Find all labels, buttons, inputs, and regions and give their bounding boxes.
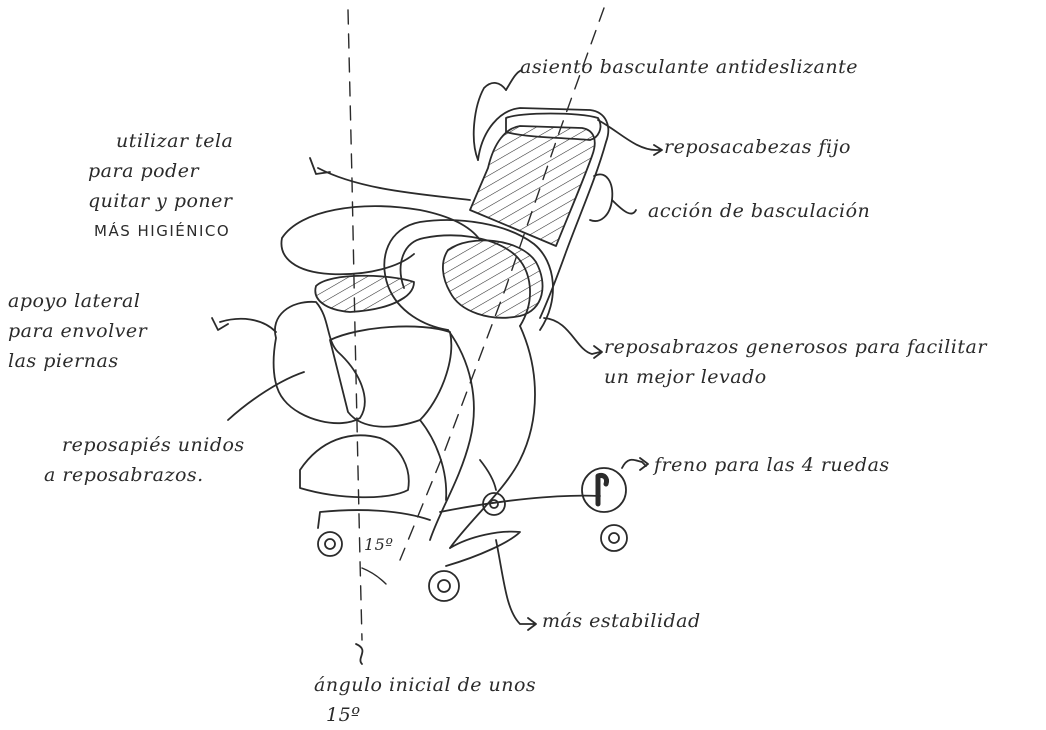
leader-reposabrazos <box>544 318 602 358</box>
label-reposapies-line-2: a reposabrazos. <box>44 460 245 490</box>
label-reposabrazos-line-1: reposabrazos generosos para facilitar <box>604 332 987 362</box>
label-apoyo-line-2: para envolver <box>8 316 147 346</box>
label-tela: utilizar tela para poder quitar y poner … <box>88 126 233 246</box>
leader-accion <box>612 200 636 214</box>
leader-apoyo <box>212 318 276 332</box>
left-arm-pad <box>315 276 414 312</box>
caster-front <box>429 571 459 601</box>
label-apoyo-line-3: las piernas <box>8 346 147 376</box>
base-arm-right <box>440 496 600 512</box>
label-tela-line-1: utilizar tela <box>88 126 233 156</box>
label-asiento: asiento basculante antideslizante <box>520 52 858 82</box>
footrest <box>330 326 451 426</box>
label-tela-caps: MÁS HIGIÉNICO <box>88 216 233 246</box>
label-angulo: ángulo inicial de unos 15º <box>314 670 536 730</box>
label-estabilidad: más estabilidad <box>542 606 701 636</box>
footrest-lower <box>300 435 409 497</box>
label-reposapies-line-1: reposapiés unidos <box>44 430 245 460</box>
label-reposacabezas: reposacabezas fijo <box>664 132 851 162</box>
frame-ribbon <box>430 330 474 540</box>
leader-tela <box>310 158 470 200</box>
label-reposapies: reposapiés unidos a reposabrazos. <box>44 430 245 490</box>
label-freno: freno para las 4 ruedas <box>654 450 890 480</box>
label-angulo-line-2: 15º <box>314 700 536 730</box>
label-accion: acción de basculación <box>648 196 870 226</box>
leader-reposapies <box>228 372 304 420</box>
angle-arc <box>362 568 386 584</box>
leader-freno <box>622 458 648 470</box>
label-tela-line-3: quitar y poner <box>88 186 233 216</box>
base-arm-back <box>480 460 496 490</box>
leader-angulo <box>356 644 362 664</box>
label-angle-small: 15º <box>364 530 393 560</box>
caster-front-left <box>318 532 342 556</box>
label-reposabrazos: reposabrazos generosos para facilitar un… <box>604 332 987 392</box>
label-tela-line-2: para poder <box>88 156 233 186</box>
leader-estabilidad <box>496 540 536 630</box>
label-apoyo: apoyo lateral para envolver las piernas <box>8 286 147 376</box>
leg-rest <box>420 420 446 500</box>
base-arm-front <box>446 532 520 566</box>
caster-right <box>601 525 627 551</box>
label-apoyo-line-1: apoyo lateral <box>8 286 147 316</box>
lateral-support <box>274 302 365 423</box>
caster-right-brake <box>582 468 626 512</box>
label-angulo-line-1: ángulo inicial de unos <box>314 670 536 700</box>
vertical-axis <box>348 10 362 640</box>
label-reposabrazos-line-2: un mejor levado <box>604 362 987 392</box>
base-arm-left <box>318 510 430 528</box>
